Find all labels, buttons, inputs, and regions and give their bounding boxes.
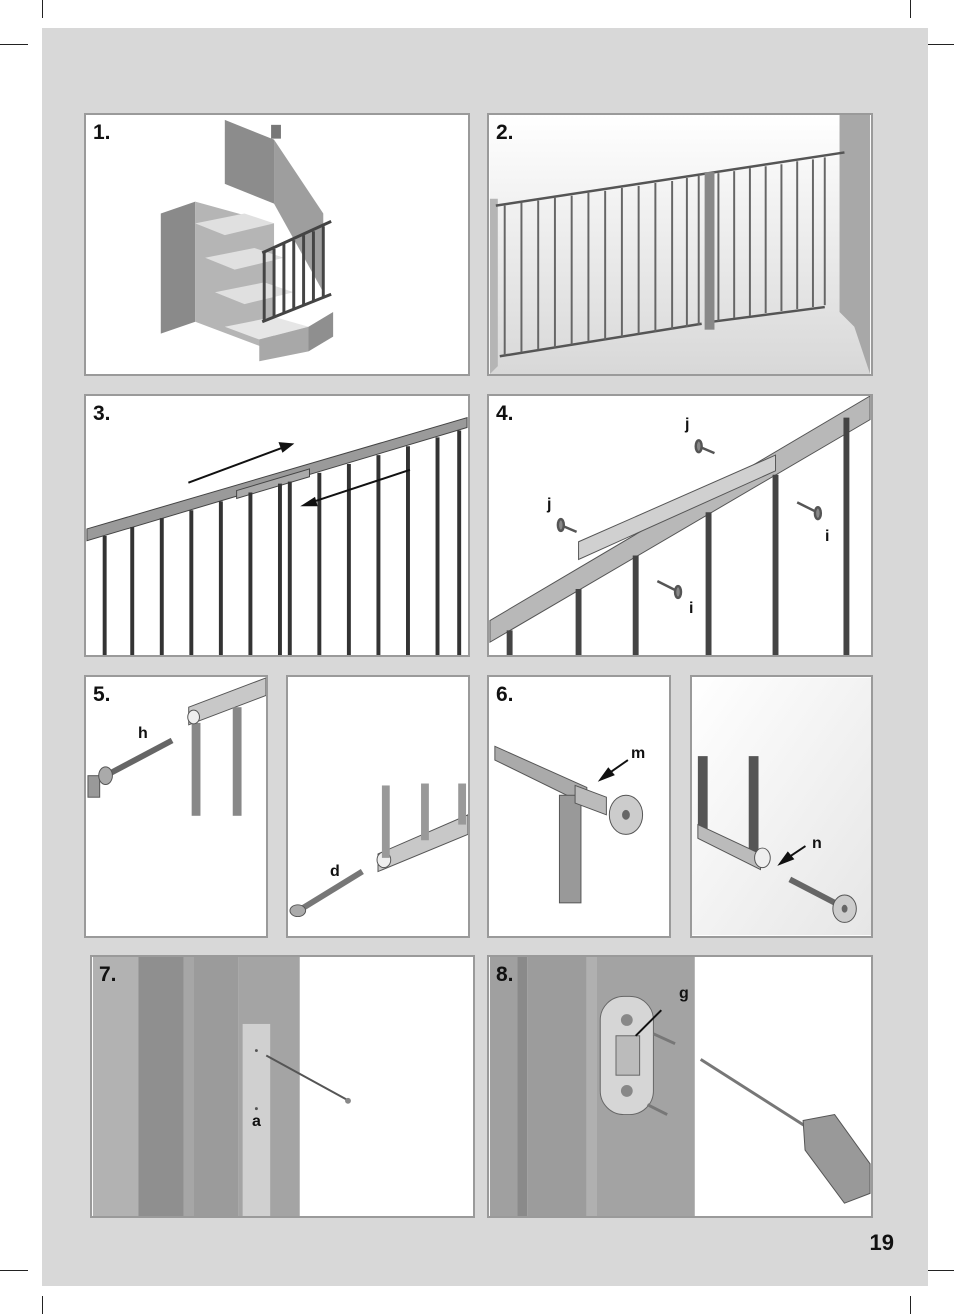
step-8-panel: 8. g — [487, 955, 873, 1218]
step-number: 4. — [496, 402, 514, 426]
part-label-j: j — [547, 496, 551, 514]
crop-mark — [910, 0, 911, 18]
step-1-panel: 1. — [84, 113, 470, 376]
part-label-g: g — [679, 985, 689, 1003]
gate-illustration — [489, 115, 871, 374]
part-label-i: i — [689, 600, 693, 618]
crop-mark — [910, 1296, 911, 1314]
step-number: 8. — [496, 963, 514, 987]
step-3-panel: 3. — [84, 394, 470, 657]
crop-mark — [0, 1270, 28, 1271]
step-5-panel: 5. h — [84, 675, 268, 938]
bolt-h-illustration — [86, 677, 266, 936]
step-number: 5. — [93, 683, 111, 707]
cap-m-illustration — [489, 677, 669, 936]
extension-illustration — [86, 396, 468, 655]
step-6b-panel: n — [690, 675, 873, 938]
step-4-panel: 4. j j i i — [487, 394, 873, 657]
staircase-illustration — [86, 115, 468, 374]
part-label-d: d — [330, 863, 340, 881]
crop-mark — [926, 1270, 954, 1271]
step-number: 7. — [99, 963, 117, 987]
step-7-panel: 7. a — [90, 955, 475, 1218]
screws-illustration — [489, 396, 871, 655]
crop-mark — [0, 44, 28, 45]
step-2-panel: 2. — [487, 113, 873, 376]
part-label-i: i — [825, 528, 829, 546]
crop-mark — [42, 1296, 43, 1314]
cap-n-illustration — [692, 677, 871, 936]
part-label-a: a — [252, 1113, 261, 1131]
marking-illustration — [92, 957, 473, 1216]
step-number: 3. — [93, 402, 111, 426]
step-number: 2. — [496, 121, 514, 145]
bolt-d-illustration — [288, 677, 468, 936]
page-number: 19 — [870, 1230, 894, 1256]
step-5b-panel: d — [286, 675, 470, 938]
part-label-j: j — [685, 416, 689, 434]
part-label-n: n — [812, 835, 822, 853]
crop-mark — [42, 0, 43, 18]
part-label-h: h — [138, 725, 148, 743]
crop-mark — [926, 44, 954, 45]
step-number: 1. — [93, 121, 111, 145]
step-6-panel: 6. m — [487, 675, 671, 938]
part-label-m: m — [631, 745, 645, 763]
step-number: 6. — [496, 683, 514, 707]
